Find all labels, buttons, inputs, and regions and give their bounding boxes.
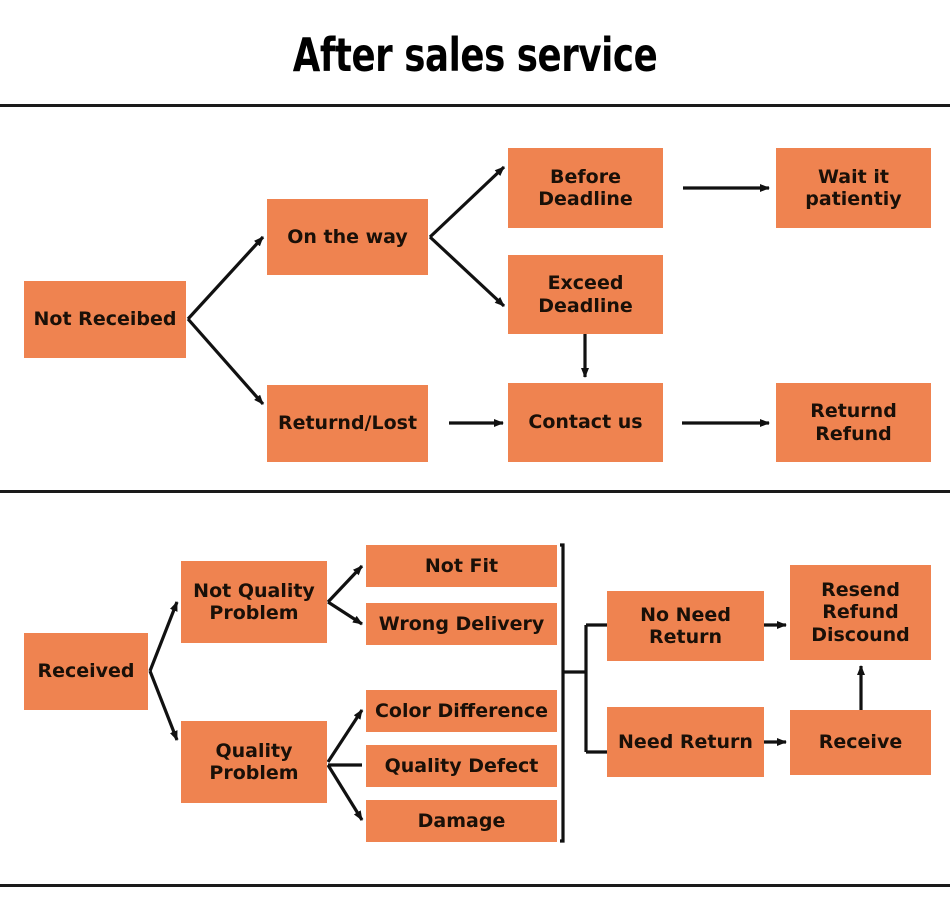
node-no-need-return[interactable]: No Need Return bbox=[607, 591, 764, 661]
node-not-fit[interactable]: Not Fit bbox=[366, 545, 557, 587]
node-quality-problem[interactable]: Quality Problem bbox=[181, 721, 327, 803]
edge-notquality-notfit bbox=[326, 564, 364, 604]
edge-notquality-wrongdelivery bbox=[327, 600, 363, 626]
node-wait-it-patiently[interactable]: Wait it patientiy bbox=[776, 148, 931, 228]
node-not-received[interactable]: Not Receibed bbox=[24, 281, 186, 358]
node-need-return[interactable]: Need Return bbox=[607, 707, 764, 777]
node-resend-refund-discount[interactable]: Resend Refund Discound bbox=[790, 565, 931, 660]
node-returnd-refund[interactable]: Returnd Refund bbox=[776, 383, 931, 462]
edge-ontheway-beforedeadline bbox=[428, 165, 506, 239]
edge-notreceived-returndlost bbox=[186, 317, 265, 406]
page-title: After sales service bbox=[292, 28, 658, 82]
node-on-the-way[interactable]: On the way bbox=[267, 199, 428, 275]
edge-quality-damage bbox=[326, 764, 364, 821]
node-damage[interactable]: Damage bbox=[366, 800, 557, 842]
node-returnd-lost[interactable]: Returnd/Lost bbox=[267, 385, 428, 462]
node-received[interactable]: Received bbox=[24, 633, 148, 710]
divider-under-title bbox=[0, 104, 950, 107]
divider-between-sections bbox=[0, 490, 950, 493]
node-wrong-delivery[interactable]: Wrong Delivery bbox=[366, 603, 557, 645]
node-before-deadline[interactable]: Before Deadline bbox=[508, 148, 663, 228]
edge-notreceived-ontheway bbox=[186, 235, 265, 321]
node-quality-defect[interactable]: Quality Defect bbox=[366, 745, 557, 787]
bracket-reasons bbox=[560, 543, 565, 843]
edge-ontheway-exceeddeadline bbox=[428, 235, 506, 308]
edge-received-qualityproblem bbox=[148, 670, 179, 741]
node-not-quality-problem[interactable]: Not Quality Problem bbox=[181, 561, 327, 643]
node-exceed-deadline[interactable]: Exceed Deadline bbox=[508, 255, 663, 334]
node-receive[interactable]: Receive bbox=[790, 710, 931, 775]
edge-received-notqualityproblem bbox=[148, 601, 179, 672]
node-contact-us[interactable]: Contact us bbox=[508, 383, 663, 462]
edge-quality-colordifference bbox=[326, 709, 364, 763]
divider-bottom bbox=[0, 884, 950, 887]
node-color-difference[interactable]: Color Difference bbox=[366, 690, 557, 732]
